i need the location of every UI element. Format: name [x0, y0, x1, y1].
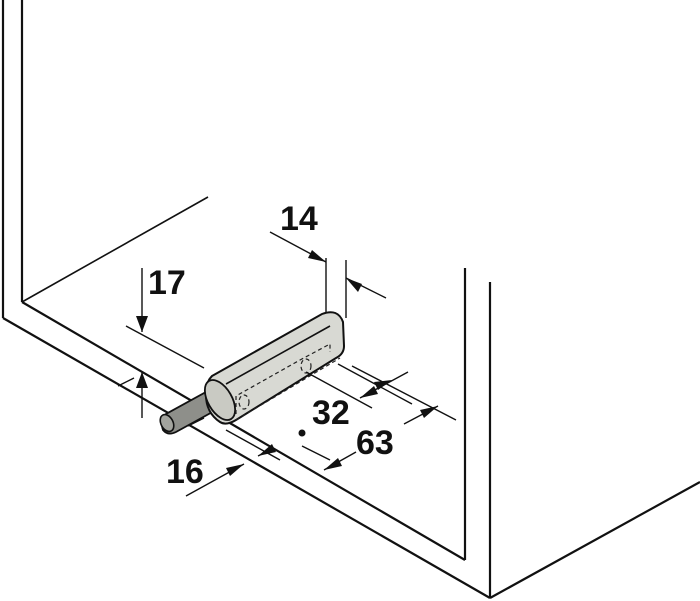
screw-hole-rear-hidden: [300, 358, 312, 374]
dim-14-arrow-right: [346, 278, 362, 292]
dim-16-arrow-left: [226, 464, 244, 476]
bottom-panel-front-upper-edge: [21, 301, 466, 561]
dim-14-label: 14: [280, 200, 318, 238]
latch-end-cap: [203, 379, 237, 421]
dim-16-extension: [225, 429, 281, 461]
dim-63-extension-top: [351, 365, 457, 421]
screw-hole-front-hidden: [238, 394, 250, 410]
dim-16-label: 16: [166, 453, 204, 491]
dim-14-arrow-left: [308, 250, 326, 262]
dim-17-label: 17: [148, 264, 186, 302]
dimension-63: 63: [301, 365, 457, 471]
dimension-14: 14: [269, 200, 387, 318]
mounting-flange-hidden: [235, 343, 331, 414]
dim-32-extension-a: [305, 371, 373, 409]
dim-32-label: 32: [312, 394, 350, 432]
drill-point-mark: [298, 429, 306, 437]
dim-17-arrow-top: [136, 316, 148, 332]
bottom-panel-back-edge: [21, 196, 209, 303]
dim-17-extension-top: [125, 325, 205, 369]
dim-63-extension-bottom: [301, 445, 331, 461]
dimension-17: 17: [125, 264, 205, 418]
latch-base-hidden: [235, 357, 341, 421]
dim-63-arrow-right: [420, 406, 438, 418]
dim-16-arrow-right: [258, 444, 276, 456]
dim-63-arrow-left: [324, 458, 342, 470]
latch-top-ridge: [225, 325, 331, 385]
bottom-panel-front-lower-edge: [2, 317, 491, 599]
dim-32-arrow-left: [360, 386, 378, 398]
plunger-tip: [159, 413, 175, 433]
base-right-edge: [489, 481, 700, 599]
edge-tick-2: [187, 417, 205, 427]
bottom-panel-edge-ticks: [117, 377, 205, 427]
dimension-16: 16: [166, 429, 281, 497]
dim-32-arrow-right: [374, 380, 392, 390]
dimension-32: 32: [305, 363, 413, 432]
push-latch: [159, 311, 346, 437]
dim-17-arrow-bottom: [136, 372, 148, 388]
dim-63-label: 63: [356, 424, 394, 462]
edge-tick-1: [117, 377, 135, 387]
